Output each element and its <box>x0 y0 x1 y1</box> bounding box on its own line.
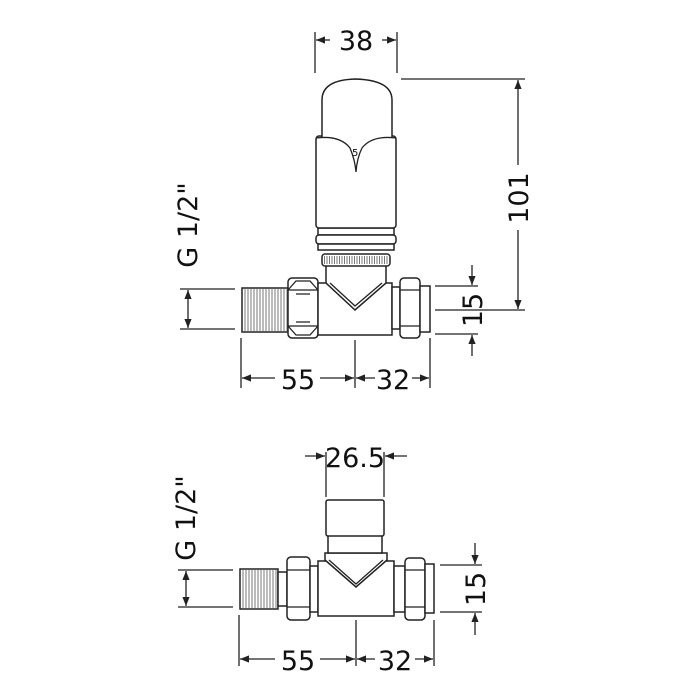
top-valve: 5 <box>241 78 431 339</box>
thread-bottom <box>239 568 279 610</box>
dimension-38: 38 <box>314 26 398 73</box>
dimension-thread-top: G 1/2" <box>173 182 235 330</box>
dimension-15-bottom: 15 <box>440 543 492 635</box>
right-nut-top <box>391 277 431 339</box>
left-nut-top <box>287 277 319 339</box>
ring <box>315 234 397 245</box>
pipe-dim-label: 15 <box>458 293 489 327</box>
right-dim-label: 32 <box>376 365 410 396</box>
ring <box>317 227 395 236</box>
head-marking: 5 <box>352 148 358 159</box>
width-dim-label: 38 <box>339 26 373 57</box>
lock-nut <box>321 253 391 267</box>
thread-dim-label: G 1/2" <box>171 475 202 560</box>
manual-cap <box>325 499 385 537</box>
thread-top <box>241 287 289 333</box>
thread-dim-label: G 1/2" <box>173 182 204 267</box>
left-dim-label: 55 <box>281 646 315 677</box>
dimension-55-32-bottom: 55 32 <box>238 615 435 677</box>
dimension-101: 101 <box>401 78 535 311</box>
dimension-55-32-top: 55 32 <box>240 338 431 396</box>
left-nut-bottom <box>286 556 311 621</box>
dimension-26-5: 26.5 <box>305 443 407 497</box>
right-dim-label: 32 <box>378 646 412 677</box>
head-cap <box>321 78 393 138</box>
right-nut-bottom <box>404 557 435 621</box>
bottom-valve <box>239 499 435 621</box>
ring <box>317 243 395 251</box>
height-dim-label: 101 <box>504 172 535 224</box>
left-dim-label: 55 <box>281 365 315 396</box>
spindle <box>327 534 383 554</box>
width-dim-label: 26.5 <box>325 443 385 474</box>
dimension-15-top: 15 <box>435 265 489 356</box>
pipe-dim-label: 15 <box>461 572 492 606</box>
dimension-thread-bottom: G 1/2" <box>171 475 233 608</box>
